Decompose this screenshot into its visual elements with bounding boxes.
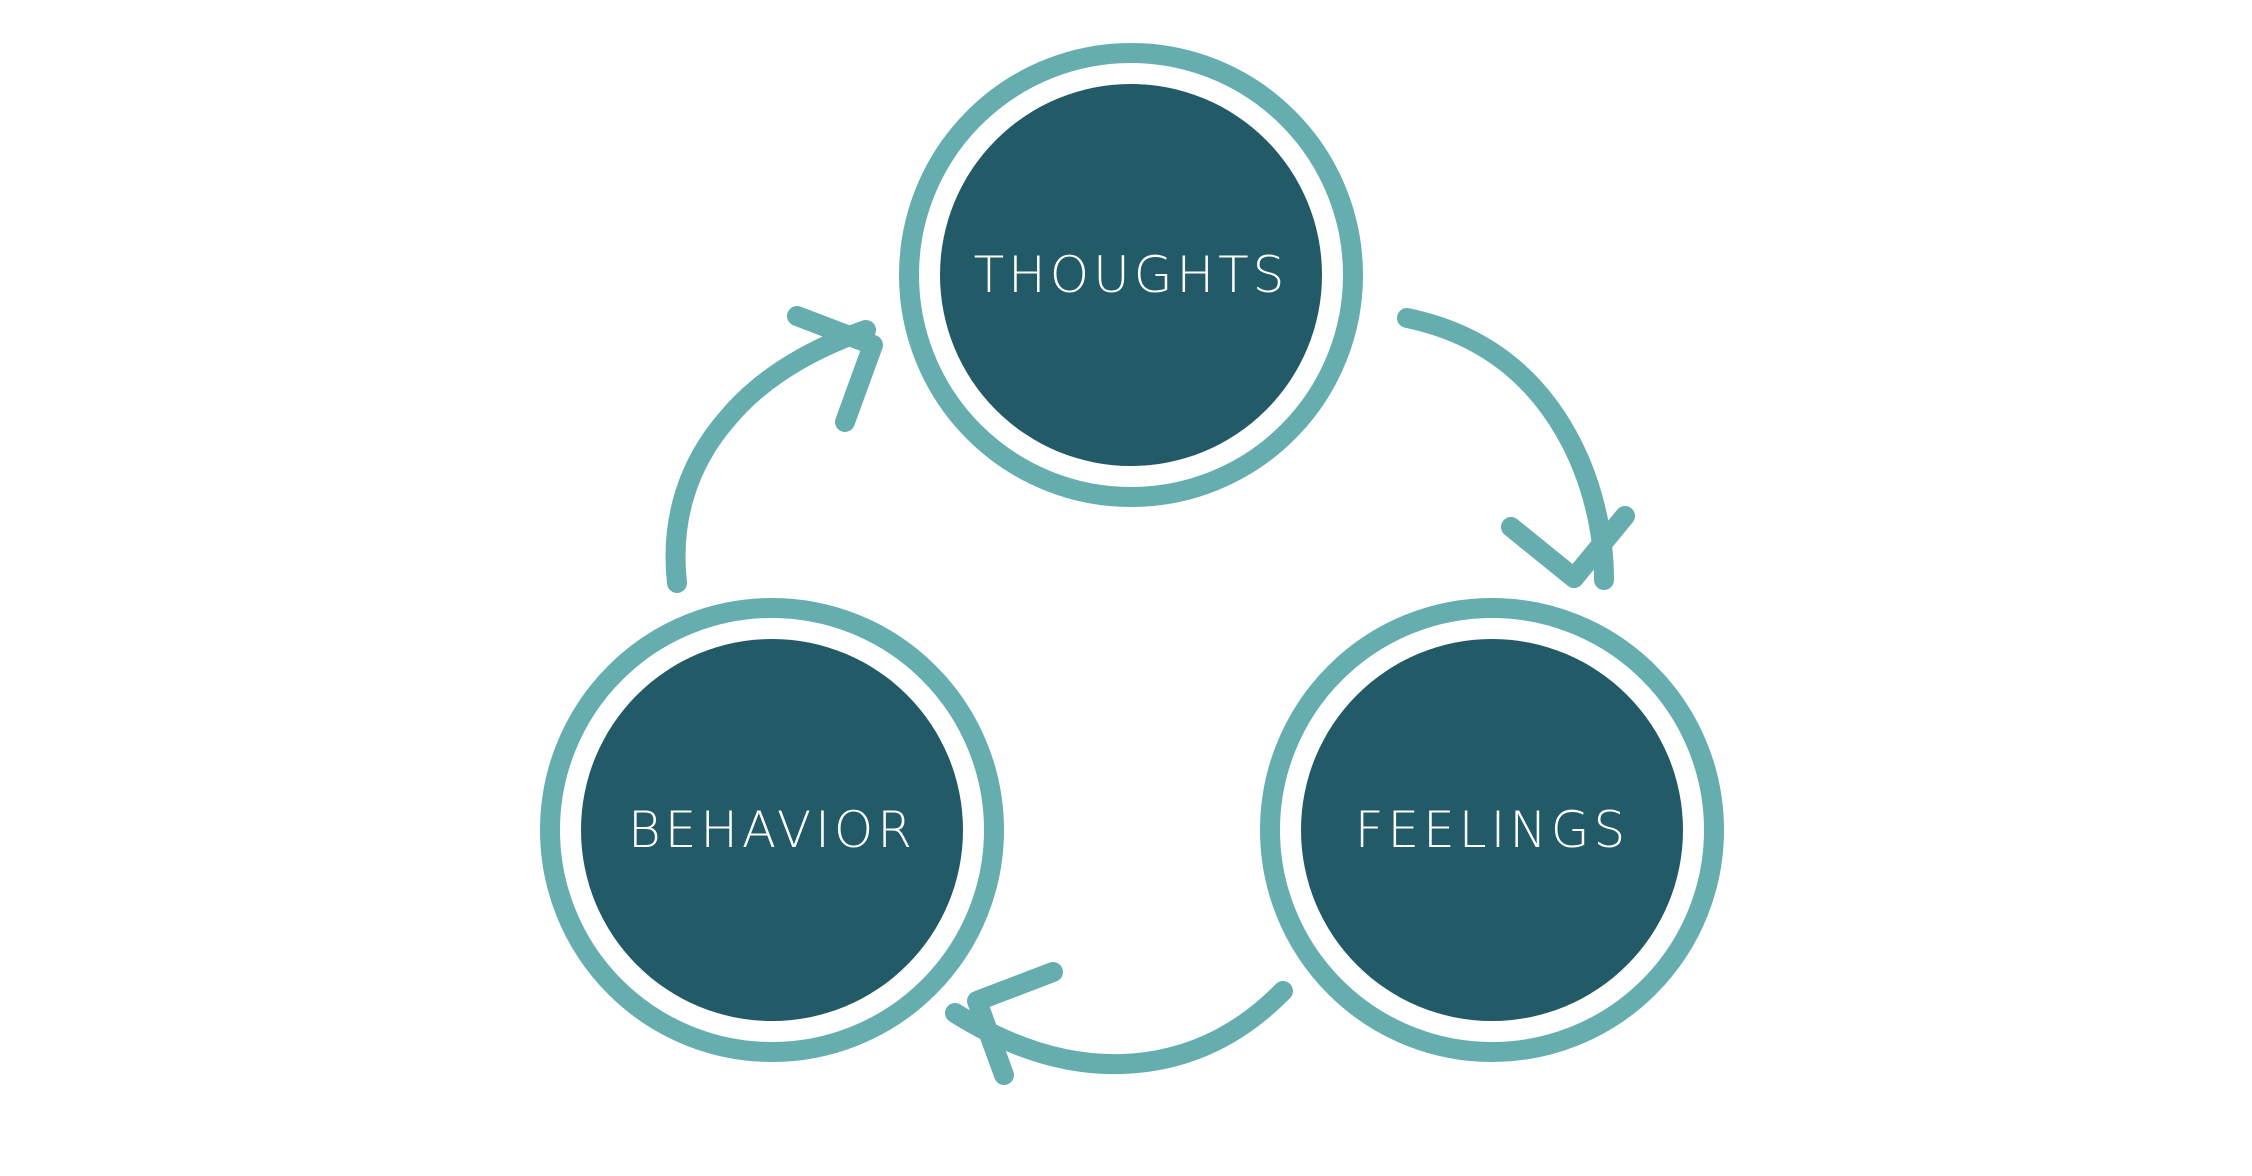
- node-thoughts-label: THOUGHTS: [974, 246, 1289, 304]
- node-behavior-label: BEHAVIOR: [628, 801, 916, 859]
- node-thoughts: THOUGHTS: [899, 43, 1363, 507]
- arrow-behavior-to-thoughts: [665, 306, 883, 593]
- node-feelings-label: FEELINGS: [1355, 801, 1629, 859]
- node-behavior: BEHAVIOR: [540, 598, 1004, 1062]
- node-behavior-inner-circle: [581, 639, 963, 1021]
- arrow-feelings-to-behavior-head: [967, 962, 1063, 1085]
- node-feelings-outer-ring: [1260, 598, 1724, 1062]
- arrow-feelings-to-behavior-curve: [945, 981, 1293, 1075]
- arrow-thoughts-to-feelings-curve: [1397, 308, 1614, 590]
- node-thoughts-inner-circle: [940, 84, 1322, 466]
- node-behavior-outer-ring: [540, 598, 1004, 1062]
- node-thoughts-outer-ring: [899, 43, 1363, 507]
- arrow-behavior-to-thoughts-curve: [665, 320, 876, 593]
- arrow-feelings-to-behavior: [945, 962, 1293, 1085]
- node-feelings-inner-circle: [1301, 639, 1683, 1021]
- arrow-thoughts-to-feelings-head: [1501, 506, 1635, 588]
- arrow-thoughts-to-feelings: [1397, 308, 1635, 590]
- arrow-behavior-to-thoughts-head: [787, 306, 883, 432]
- node-feelings: FEELINGS: [1260, 598, 1724, 1062]
